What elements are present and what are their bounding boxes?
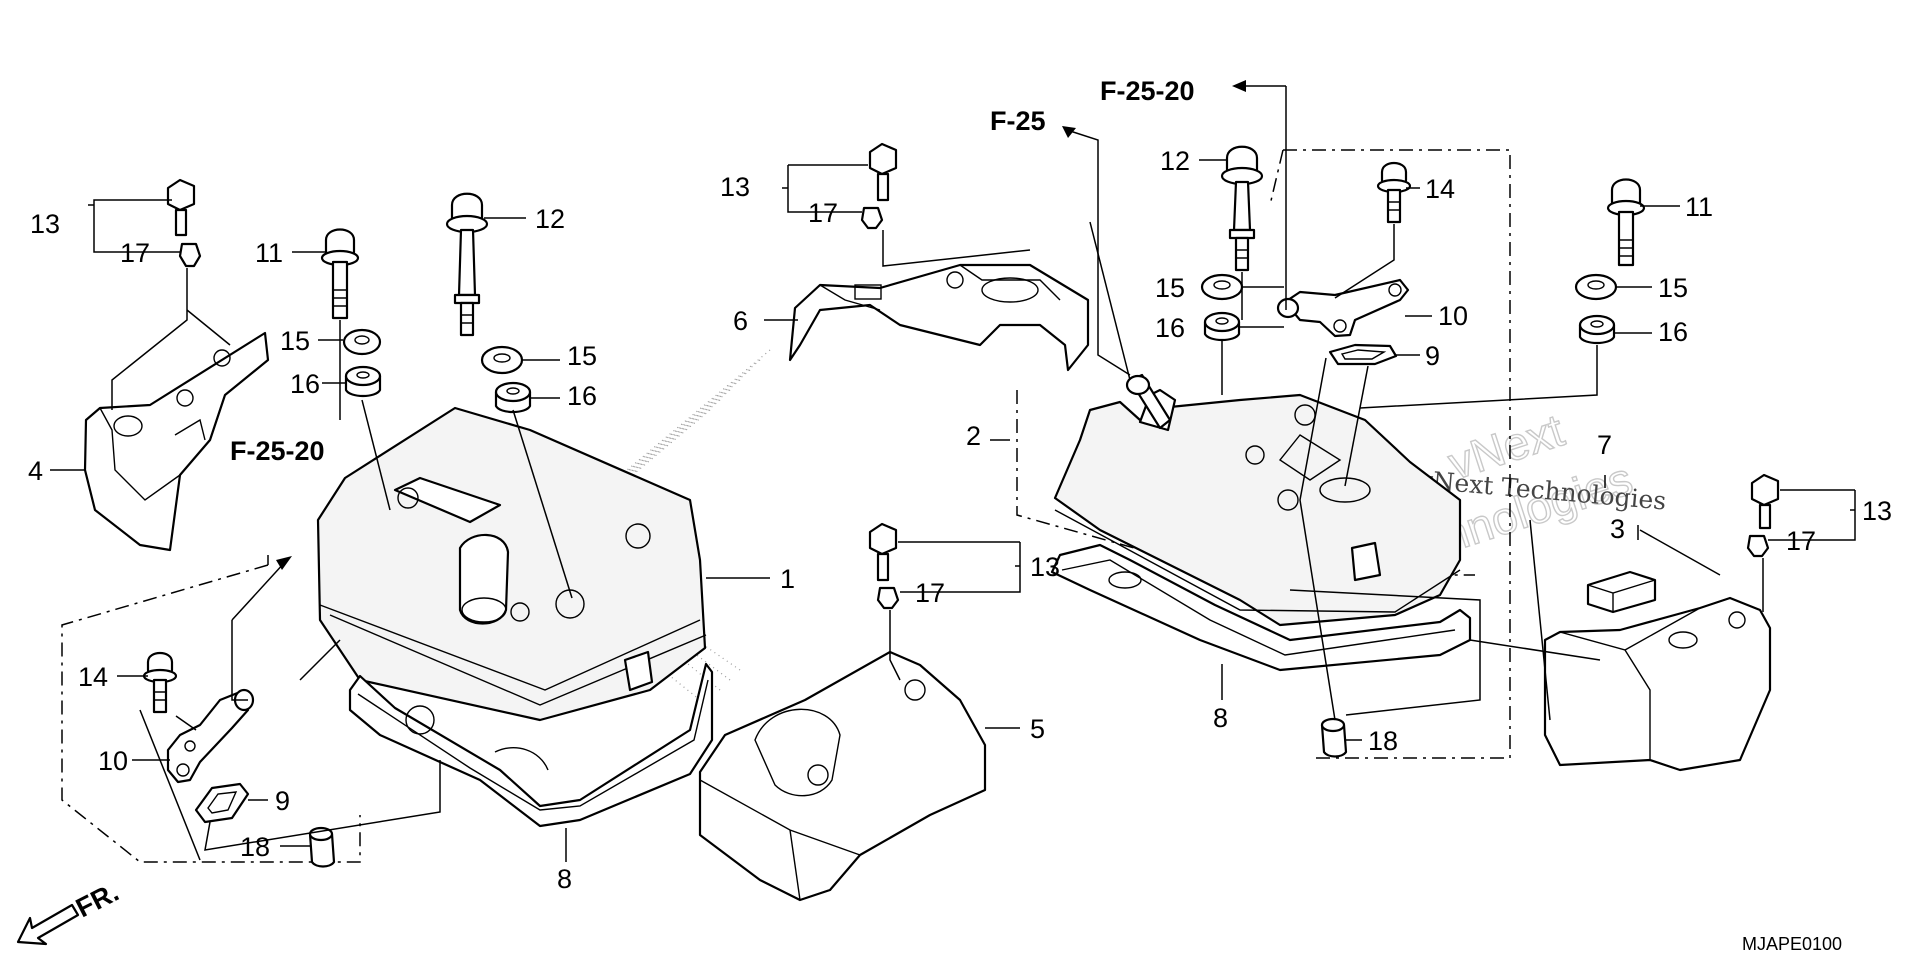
bolt-11-right bbox=[1606, 178, 1646, 267]
ref-f25-20-top: F-25-20 bbox=[1100, 76, 1195, 106]
callout-11: 11 bbox=[255, 238, 283, 268]
callout-5: 5 bbox=[1030, 714, 1045, 744]
seal-right bbox=[1328, 343, 1398, 366]
callout-12: 12 bbox=[1160, 146, 1190, 176]
ref-f25-20-left: F-25-20 bbox=[230, 436, 325, 466]
callout-11: 11 bbox=[1685, 192, 1713, 222]
rubber-pad-7 bbox=[1586, 570, 1657, 614]
callout-15: 15 bbox=[1658, 273, 1688, 303]
callout-4: 4 bbox=[28, 456, 43, 486]
bolt-14-left bbox=[142, 651, 178, 714]
callout-18: 18 bbox=[240, 832, 270, 862]
washer-15-c bbox=[1200, 273, 1244, 301]
washer-15-a bbox=[342, 328, 382, 356]
front-direction-arrow: FR. bbox=[16, 877, 123, 946]
bolt-11-left bbox=[320, 228, 360, 320]
callout-17: 17 bbox=[915, 578, 945, 608]
diagram-code: MJAPE0100 bbox=[1742, 934, 1842, 954]
grommet-16-a bbox=[344, 365, 382, 398]
callout-8: 8 bbox=[1213, 703, 1228, 733]
side-cover-5 bbox=[698, 650, 987, 902]
arrowheads bbox=[276, 80, 1246, 570]
washer-17-c bbox=[876, 586, 900, 610]
bolt-13-d bbox=[1750, 473, 1780, 530]
leader-lines bbox=[50, 85, 1856, 862]
seal-left bbox=[194, 782, 250, 824]
callout-1: 1 bbox=[780, 564, 795, 594]
breather-joint-right bbox=[1276, 278, 1410, 338]
head-cover-right bbox=[1053, 373, 1462, 627]
callout-15: 15 bbox=[1155, 273, 1185, 303]
callout-17: 17 bbox=[120, 238, 150, 268]
callout-13: 13 bbox=[1862, 496, 1892, 526]
washer-15-b bbox=[480, 345, 524, 375]
callout-18: 18 bbox=[1368, 726, 1398, 756]
callout-9: 9 bbox=[1425, 341, 1440, 371]
callout-13: 13 bbox=[30, 209, 60, 239]
callouts: 13 17 11 12 15 15 16 16 4 F-25-20 1 14 1… bbox=[28, 76, 1892, 894]
callout-17: 17 bbox=[1786, 526, 1816, 556]
bolt-13-a bbox=[166, 178, 196, 237]
callout-6: 6 bbox=[733, 306, 748, 336]
bolt-13-b bbox=[868, 142, 898, 202]
callout-8: 8 bbox=[557, 864, 572, 894]
washer-17-a bbox=[178, 242, 202, 268]
front-label: FR. bbox=[71, 877, 123, 923]
gasket-left bbox=[348, 662, 714, 828]
arrow-ref-f25-20-left bbox=[276, 556, 292, 570]
side-cover-6 bbox=[788, 263, 1090, 372]
callout-17: 17 bbox=[808, 198, 838, 228]
callout-10: 10 bbox=[1438, 301, 1468, 331]
bolt-12-left bbox=[445, 192, 489, 337]
bolt-12-right bbox=[1220, 145, 1264, 272]
ref-f25: F-25 bbox=[990, 106, 1046, 136]
dowel-pin-left bbox=[308, 826, 336, 868]
side-cover-3 bbox=[1543, 596, 1772, 772]
callout-14: 14 bbox=[78, 662, 108, 692]
washer-17-d bbox=[1746, 534, 1770, 558]
callout-16: 16 bbox=[567, 381, 597, 411]
callout-13: 13 bbox=[720, 172, 750, 202]
grommet-16-d bbox=[1578, 314, 1616, 345]
callout-16: 16 bbox=[1658, 317, 1688, 347]
gasket-right bbox=[1050, 543, 1472, 672]
callout-9: 9 bbox=[275, 786, 290, 816]
callout-13: 13 bbox=[1030, 552, 1060, 582]
washer-15-d bbox=[1574, 273, 1618, 301]
washer-17-b bbox=[860, 206, 884, 230]
grommet-16-b bbox=[494, 381, 532, 414]
bolt-13-c bbox=[868, 522, 898, 582]
head-cover-left bbox=[316, 406, 707, 722]
callout-12: 12 bbox=[535, 204, 565, 234]
dowel-pin-right bbox=[1320, 717, 1348, 758]
grommet-16-c bbox=[1203, 311, 1241, 342]
bolt-14-right bbox=[1376, 161, 1412, 224]
callout-15: 15 bbox=[280, 326, 310, 356]
callout-15: 15 bbox=[567, 341, 597, 371]
callout-3: 3 bbox=[1610, 514, 1625, 544]
arrow-ref-f25-20-right bbox=[1232, 80, 1246, 92]
arrow-ref-f25 bbox=[1062, 126, 1076, 138]
callout-2: 2 bbox=[966, 421, 981, 451]
callout-16: 16 bbox=[1155, 313, 1185, 343]
side-cover-4 bbox=[83, 331, 270, 552]
callout-16: 16 bbox=[290, 369, 320, 399]
breather-joint-left bbox=[166, 688, 255, 784]
callout-7: 7 bbox=[1597, 430, 1612, 460]
callout-14: 14 bbox=[1425, 174, 1455, 204]
callout-10: 10 bbox=[98, 746, 128, 776]
